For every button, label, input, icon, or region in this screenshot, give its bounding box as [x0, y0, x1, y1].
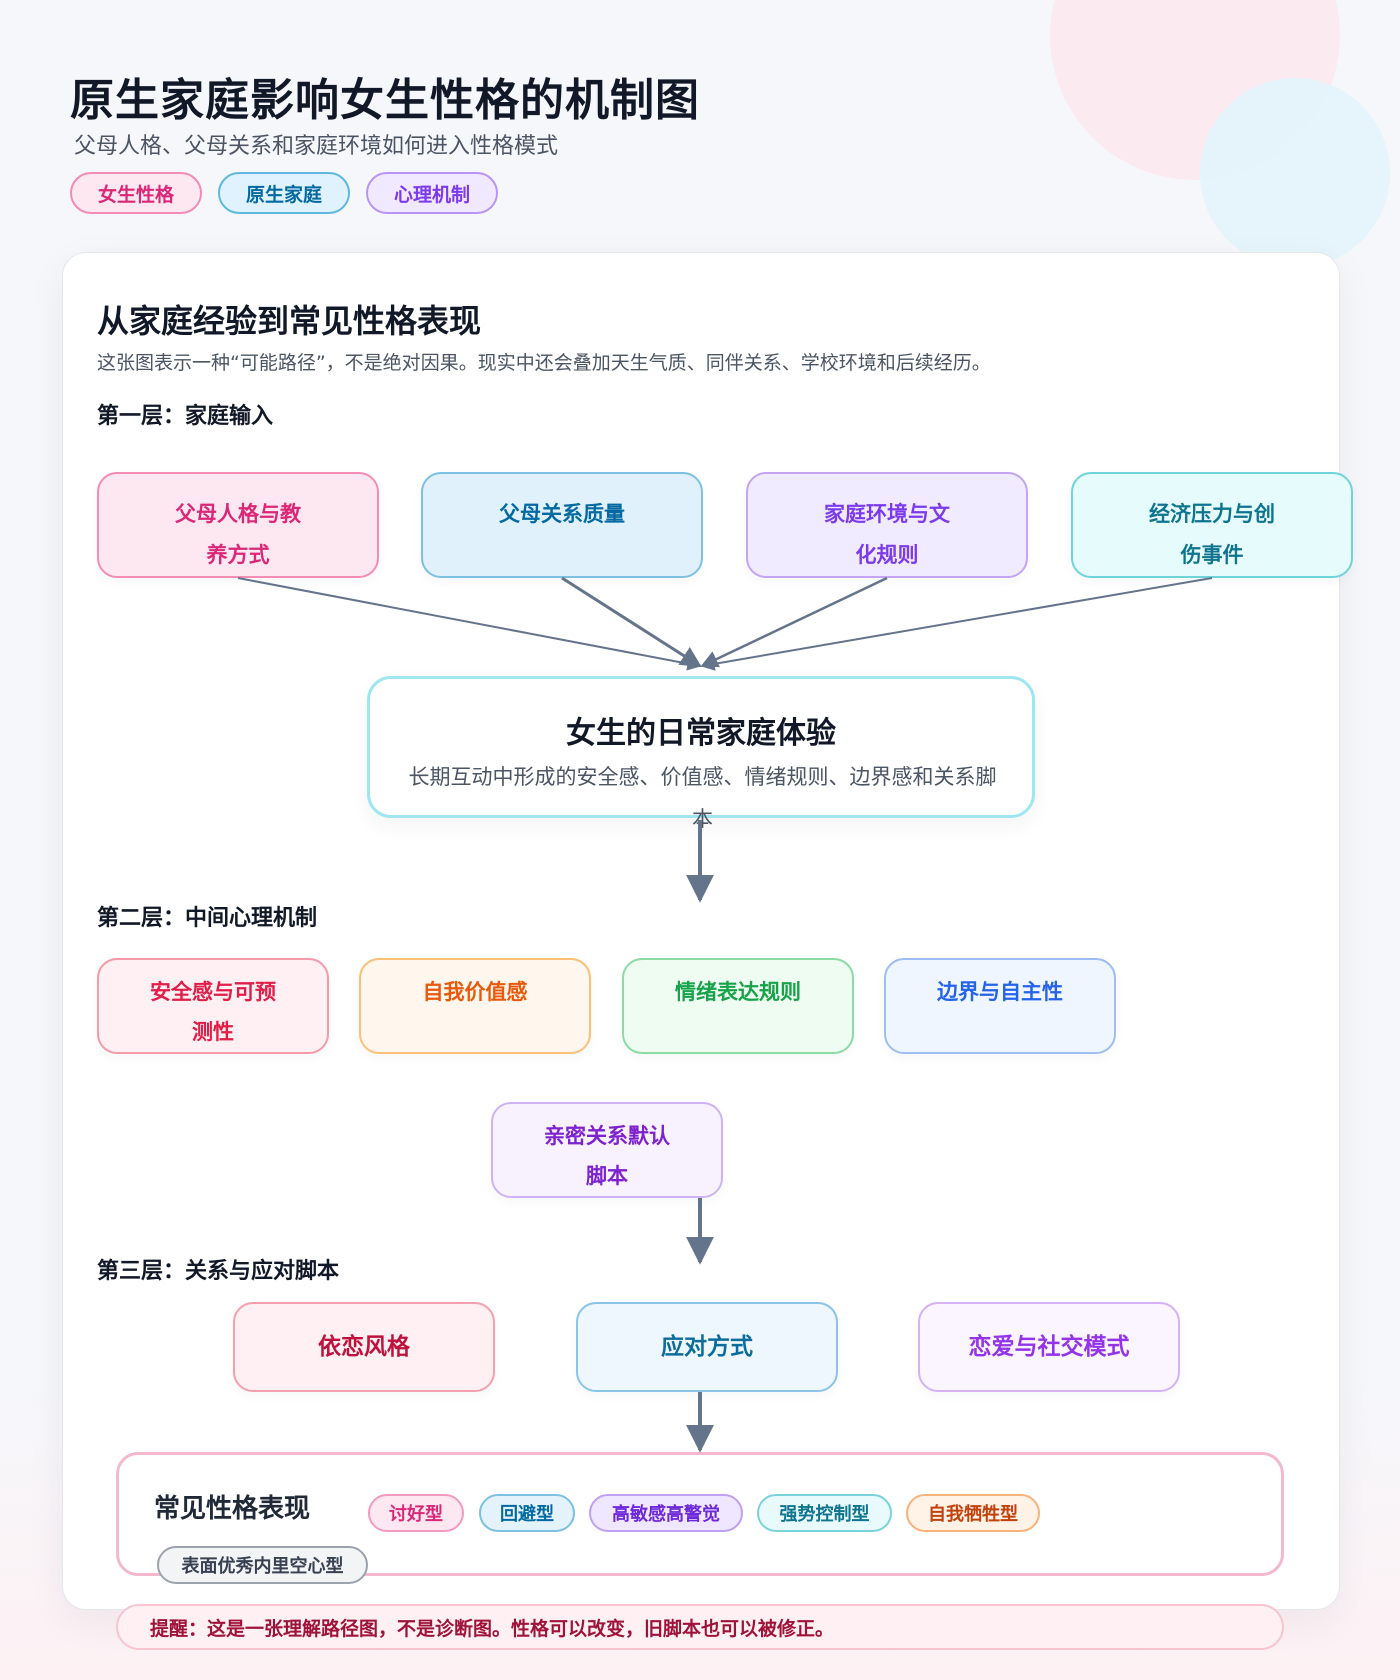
card-description: 这张图表示一种“可能路径”，不是绝对因果。现实中还会叠加天生气质、同伴关系、学校…: [97, 352, 991, 374]
layer2-box-security: 安全感与可预测性: [97, 958, 329, 1054]
page-subtitle: 父母人格、父母关系和家庭环境如何进入性格模式: [74, 134, 559, 159]
card-title: 从家庭经验到常见性格表现: [97, 302, 482, 340]
layer1-box-parent-relationship: 父母关系质量: [421, 472, 703, 578]
tag-female-personality: 女生性格: [70, 172, 203, 214]
chip-avoidant: 回避型: [479, 1494, 575, 1532]
layer2-box-self-worth: 自我价值感: [359, 958, 591, 1054]
layer3-title: 第三层：关系与应对脚本: [97, 1259, 340, 1284]
layer1-box-economic-pressure: 经济压力与创伤事件: [1071, 472, 1353, 578]
layer1-box-family-environment: 家庭环境与文化规则: [746, 472, 1028, 578]
layer3-box-attachment: 依恋风格: [233, 1302, 495, 1392]
tag-family-of-origin: 原生家庭: [218, 172, 351, 214]
layer1-box-parent-personality: 父母人格与教养方式: [97, 472, 379, 578]
result-title: 常见性格表现: [154, 1494, 311, 1524]
chip-self-sacrificing: 自我牺牲型: [906, 1494, 1040, 1532]
chip-hollow-achiever: 表面优秀内里空心型: [157, 1546, 368, 1584]
layer2-box-intimacy-script: 亲密关系默认脚本: [491, 1102, 723, 1198]
center-experience-description: 长期互动中形成的安全感、价值感、情绪规则、边界感和关系脚本: [408, 765, 997, 831]
center-experience-box: [367, 676, 1035, 818]
layer2-title: 第二层：中间心理机制: [97, 906, 318, 931]
layer2-box-boundaries: 边界与自主性: [884, 958, 1116, 1054]
layer1-title: 第一层：家庭输入: [97, 404, 274, 429]
chip-people-pleaser: 讨好型: [368, 1494, 464, 1532]
tag-list: 女生性格 原生家庭 心理机制: [70, 172, 499, 214]
tag-psych-mechanism: 心理机制: [366, 172, 499, 214]
decor-circle-blue: [1200, 78, 1390, 268]
layer3-box-social-patterns: 恋爱与社交模式: [918, 1302, 1180, 1392]
chip-controlling: 强势控制型: [757, 1494, 892, 1532]
layer2-box-emotion-rules: 情绪表达规则: [622, 958, 854, 1054]
layer3-box-coping: 应对方式: [576, 1302, 838, 1392]
center-experience-title: 女生的日常家庭体验: [566, 716, 836, 751]
page-title: 原生家庭影响女生性格的机制图: [70, 75, 700, 126]
chip-hypervigilant: 高敏感高警觉: [589, 1494, 743, 1532]
reminder-banner: 提醒：这是一张理解路径图，不是诊断图。性格可以改变，旧脚本也可以被修正。: [116, 1604, 1284, 1650]
